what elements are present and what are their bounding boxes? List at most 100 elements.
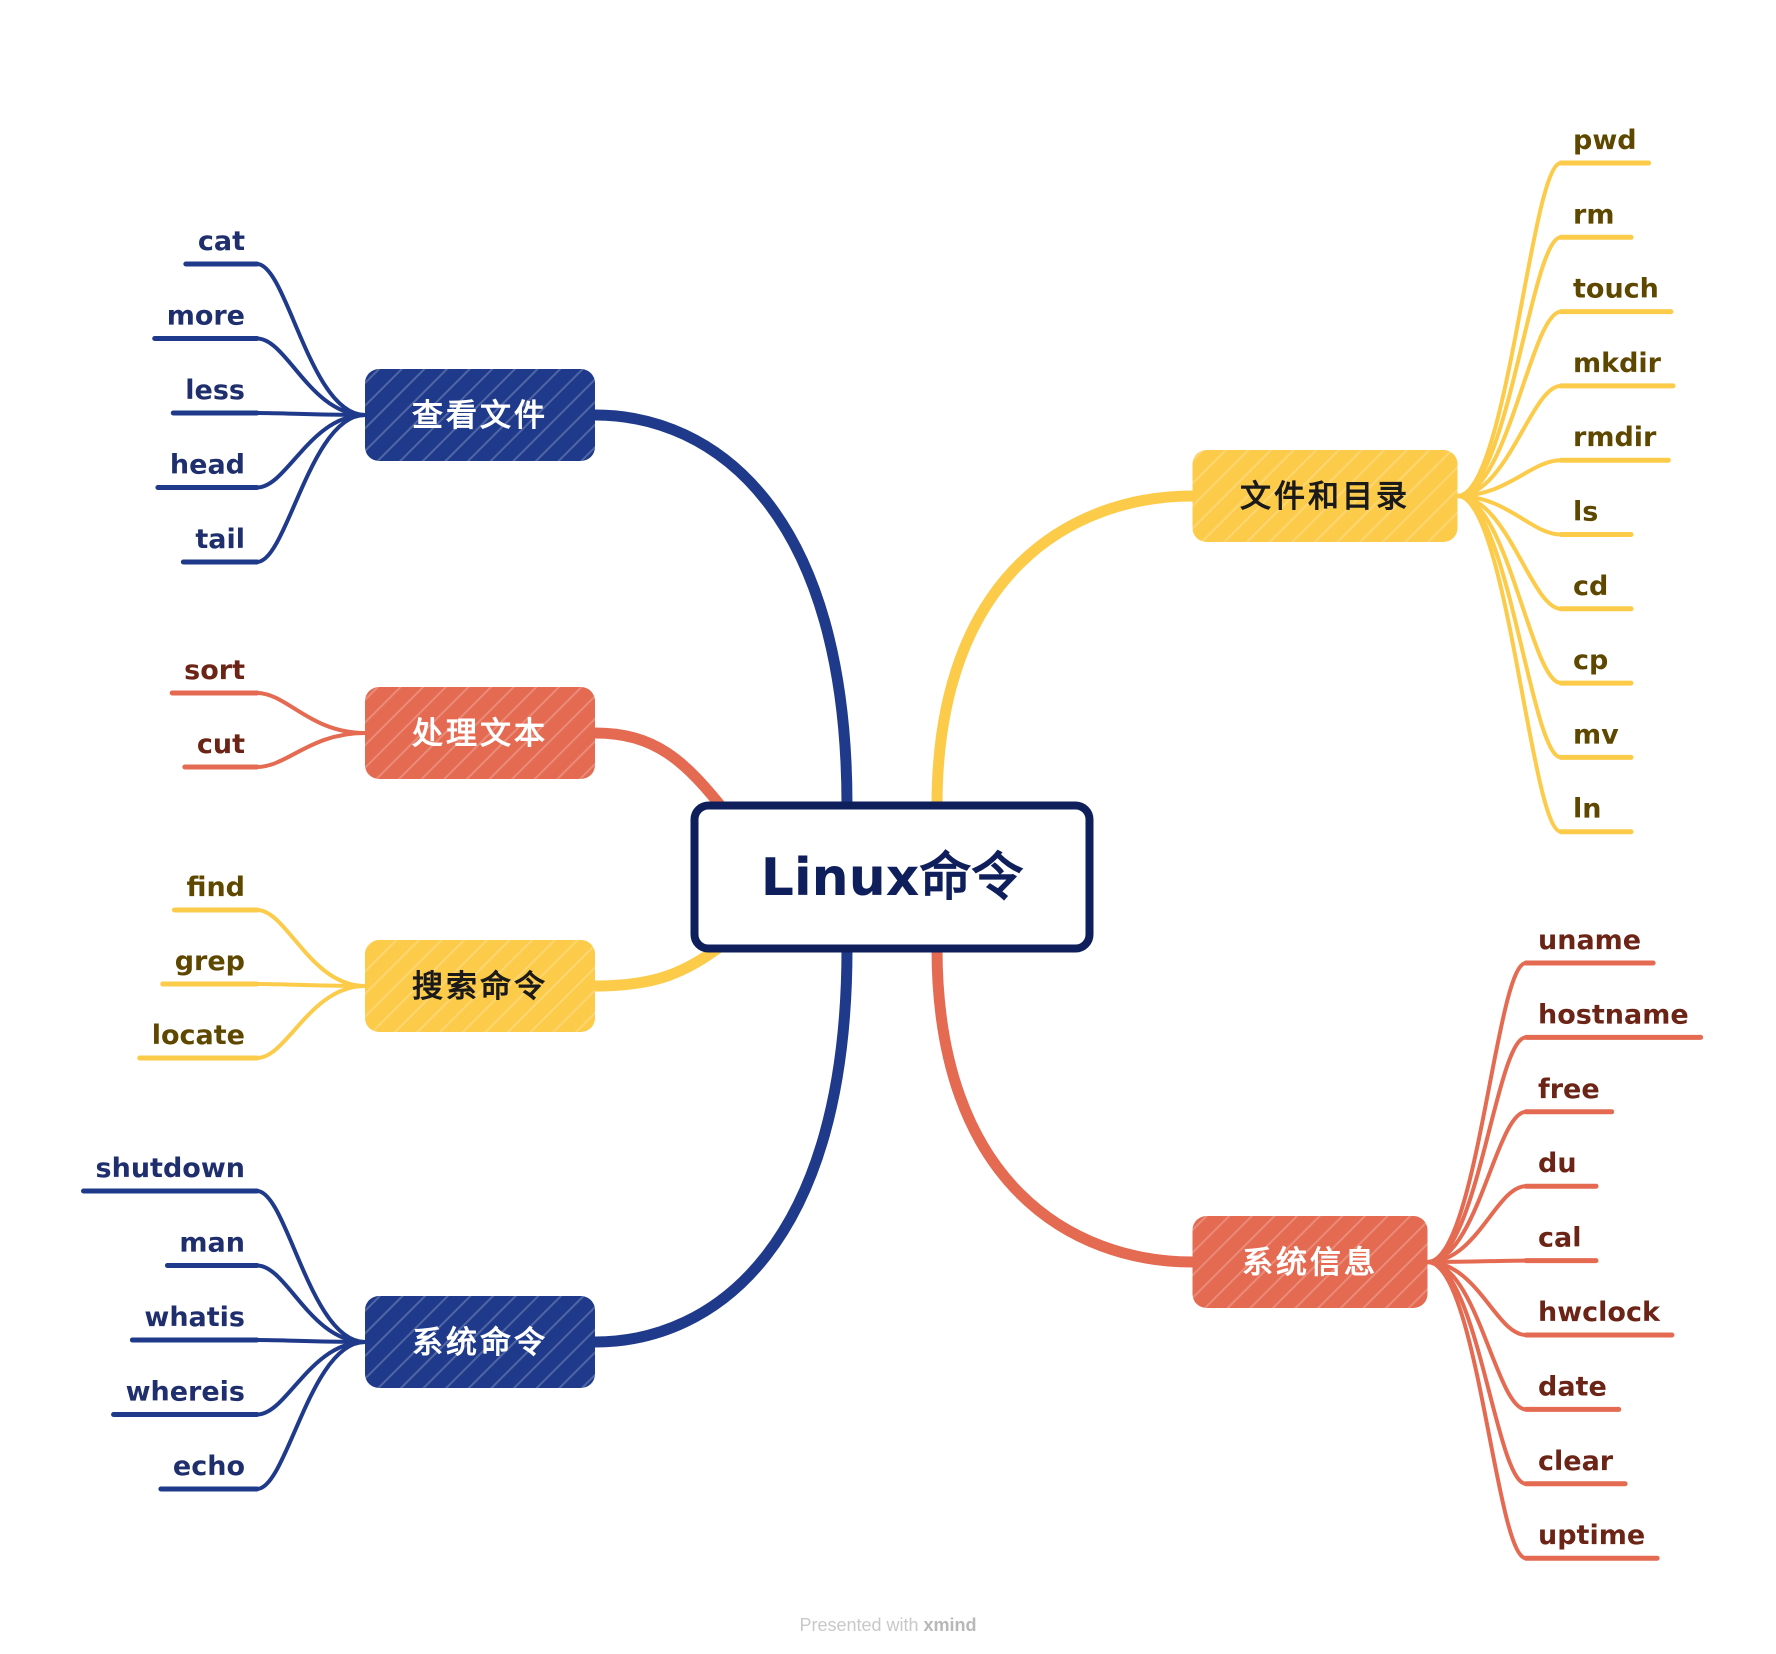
leaf-connector <box>255 413 367 490</box>
leaf-topic[interactable]: whatis <box>144 1302 245 1333</box>
leaf-connector <box>1455 458 1563 498</box>
root-topic[interactable]: Linux命令 <box>690 801 1094 953</box>
leaf-topic-label: uptime <box>1538 1520 1645 1551</box>
branch-topic-process-text[interactable]: 处理文本 <box>365 687 595 779</box>
leaf-topic-label: mv <box>1573 719 1619 750</box>
leaf-topic[interactable]: cat <box>198 226 245 257</box>
leaf-connector <box>255 413 367 564</box>
leaf-topic-label: more <box>167 301 245 332</box>
leaf-topic[interactable]: du <box>1538 1148 1577 1179</box>
leaf-topic[interactable]: date <box>1538 1371 1607 1402</box>
leaf-topic[interactable]: find <box>186 872 245 903</box>
topic-nodes: Linux命令 查看文件 cat more less head tail 处理文本 sort cu… <box>96 125 1689 1551</box>
leaf-connector <box>1455 309 1563 498</box>
leaf-connector <box>1425 1260 1528 1561</box>
leaf-topic[interactable]: more <box>167 301 245 332</box>
leaf-topic[interactable]: hwclock <box>1538 1297 1661 1328</box>
branch-topic-label: 处理文本 <box>411 716 548 752</box>
leaf-topic[interactable]: uname <box>1538 925 1641 956</box>
leaf-topic-label: uname <box>1538 925 1641 956</box>
leaf-topic-label: cd <box>1573 571 1608 602</box>
leaf-topic-label: whereis <box>126 1377 245 1408</box>
leaf-topic-label: du <box>1538 1148 1577 1179</box>
leaf-connector <box>1425 1260 1528 1412</box>
leaf-topic-label: grep <box>175 946 245 977</box>
leaf-connector <box>1425 961 1528 1264</box>
leaf-topic-label: whatis <box>144 1302 245 1333</box>
leaf-topic[interactable]: ls <box>1573 497 1598 528</box>
branch-topic-system-info[interactable]: 系统信息 <box>1192 1216 1428 1308</box>
leaf-connector <box>255 336 367 417</box>
leaf-topic[interactable]: clear <box>1538 1446 1614 1477</box>
branch-topic-hatching <box>365 369 595 461</box>
leaf-connector <box>1425 1109 1528 1264</box>
leaf-topic-label: date <box>1538 1371 1607 1402</box>
branch-connector-search-commands <box>589 938 730 992</box>
leaf-connector <box>1455 494 1563 611</box>
root-topic-box <box>690 801 1094 953</box>
leaf-connector <box>1455 383 1563 498</box>
leaf-topic-label: man <box>179 1228 245 1259</box>
leaf-topic[interactable]: mkdir <box>1573 348 1662 379</box>
branch-topic-system-commands[interactable]: 系统命令 <box>365 1296 595 1388</box>
branch-topic-hatching <box>365 940 595 1032</box>
leaf-topic[interactable]: man <box>179 1228 245 1259</box>
leaf-topic[interactable]: ln <box>1573 794 1601 825</box>
leaf-topic[interactable]: head <box>170 450 245 481</box>
leaf-topic[interactable]: touch <box>1573 274 1659 305</box>
branch-topic-files-directories[interactable]: 文件和目录 <box>1192 450 1458 542</box>
leaf-topic[interactable]: shutdown <box>96 1153 245 1184</box>
branch-topic-label: 查看文件 <box>412 398 548 434</box>
leaf-topic[interactable]: rm <box>1573 199 1614 230</box>
leaf-topic[interactable]: hostname <box>1538 999 1689 1030</box>
leaf-connector <box>255 1340 367 1491</box>
leaf-connector <box>1455 161 1563 498</box>
leaf-connector <box>255 1189 367 1344</box>
leaf-topic-label: ls <box>1573 497 1598 528</box>
leaf-topic-label: tail <box>195 524 245 555</box>
leaf-topic[interactable]: locate <box>152 1020 245 1051</box>
leaf-connector <box>1455 494 1563 537</box>
leaf-topic-label: mkdir <box>1573 348 1662 379</box>
leaf-topic[interactable]: cd <box>1573 571 1608 602</box>
leaf-connector <box>255 1263 367 1344</box>
leaf-topic[interactable]: cp <box>1573 645 1608 676</box>
leaf-connector <box>1455 235 1563 498</box>
leaf-topic[interactable]: cal <box>1538 1223 1581 1254</box>
leaf-topic-label: head <box>170 450 245 481</box>
leaf-topic[interactable]: rmdir <box>1573 422 1657 453</box>
leaf-topic[interactable]: sort <box>184 655 245 686</box>
leaf-topic-label: hwclock <box>1538 1297 1661 1328</box>
leaf-topic-label: ln <box>1573 794 1601 825</box>
leaf-topic[interactable]: cut <box>197 729 245 760</box>
leaf-topic[interactable]: whereis <box>126 1377 245 1408</box>
branch-topic-label: 系统信息 <box>1242 1245 1378 1281</box>
leaf-topic[interactable]: tail <box>195 524 245 555</box>
presented-with-footer: Presented with xmind <box>0 1615 1776 1636</box>
leaf-topic[interactable]: free <box>1538 1074 1600 1105</box>
branch-connector-system-info <box>931 943 1198 1268</box>
leaf-topic-label: pwd <box>1573 125 1637 156</box>
leaf-topic-label: sort <box>184 655 245 686</box>
leaf-topic[interactable]: less <box>185 375 245 406</box>
leaf-connector <box>255 982 367 988</box>
leaf-topic-label: find <box>186 872 245 903</box>
leaf-topic[interactable]: grep <box>175 946 245 977</box>
leaf-topic-label: clear <box>1538 1446 1614 1477</box>
connector-lines <box>81 160 1704 1561</box>
leaf-topic[interactable]: uptime <box>1538 1520 1645 1551</box>
leaf-topic[interactable]: mv <box>1573 719 1619 750</box>
leaf-connector <box>1425 1035 1528 1264</box>
leaf-connector <box>255 1338 367 1344</box>
leaf-connector <box>255 984 367 1060</box>
leaf-topic[interactable]: echo <box>173 1451 245 1482</box>
branch-topic-label: 文件和目录 <box>1240 479 1410 515</box>
branch-topic-label: 系统命令 <box>412 1325 548 1361</box>
leaf-topic[interactable]: pwd <box>1573 125 1637 156</box>
branch-connector-process-text <box>589 727 730 816</box>
branch-topic-search-commands[interactable]: 搜索命令 <box>365 940 595 1032</box>
branch-topic-view-files[interactable]: 查看文件 <box>365 369 595 461</box>
leaf-topic-label: cut <box>197 729 245 760</box>
leaf-topic-label: cal <box>1538 1223 1581 1254</box>
